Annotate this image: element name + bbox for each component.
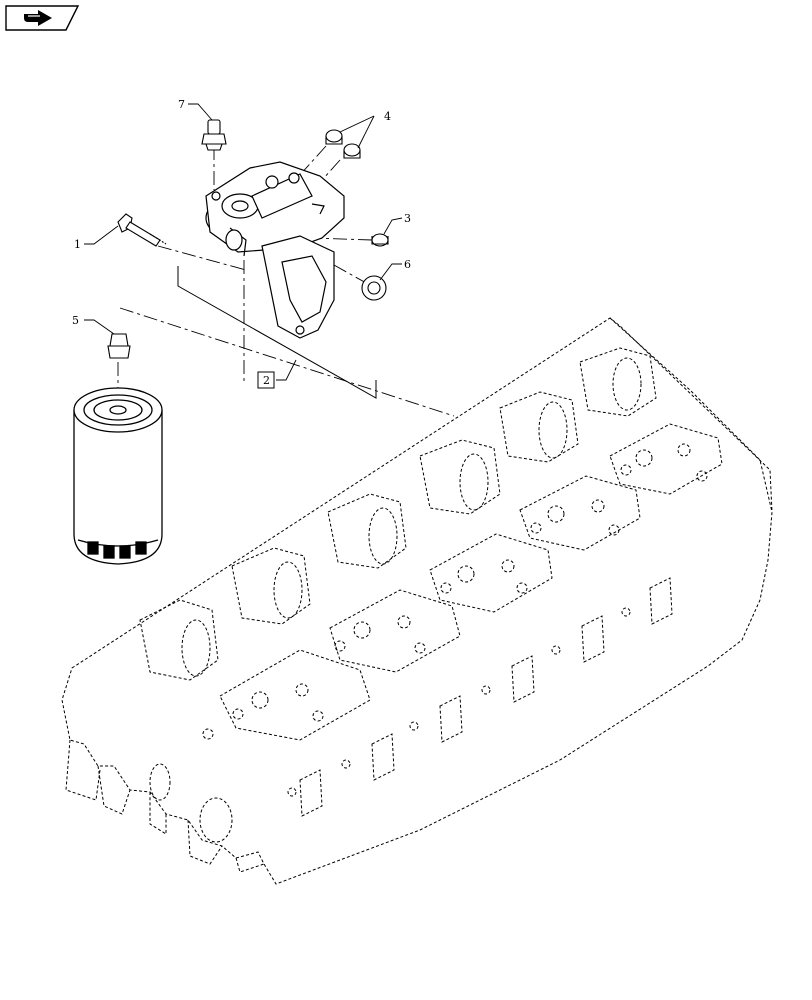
callout-4: 4 bbox=[384, 110, 391, 123]
callout-2: 2 bbox=[263, 374, 270, 387]
callout-labels: 7 4 3 1 6 5 2 bbox=[72, 98, 411, 389]
bolt-item-1 bbox=[117, 213, 167, 247]
callout-2-box bbox=[257, 371, 275, 389]
nipple-item-5 bbox=[107, 333, 131, 359]
fitting-item-6 bbox=[361, 275, 387, 301]
plugs-item-4 bbox=[325, 129, 361, 159]
fitting-item-7 bbox=[201, 119, 227, 151]
cylinder-head-phantom bbox=[61, 317, 773, 885]
callout-5: 5 bbox=[72, 314, 79, 327]
leader-lines bbox=[84, 103, 403, 381]
callout-3: 3 bbox=[404, 212, 411, 225]
next-page-arrow-icon bbox=[24, 10, 52, 26]
callout-1: 1 bbox=[74, 238, 81, 251]
next-page-button[interactable] bbox=[5, 5, 80, 31]
item-2-bracket bbox=[177, 266, 377, 399]
oil-filter-canister bbox=[73, 387, 163, 565]
callout-6: 6 bbox=[404, 258, 411, 271]
oil-filter-head bbox=[205, 161, 345, 339]
callout-7: 7 bbox=[178, 98, 185, 111]
plug-item-3 bbox=[371, 233, 389, 247]
